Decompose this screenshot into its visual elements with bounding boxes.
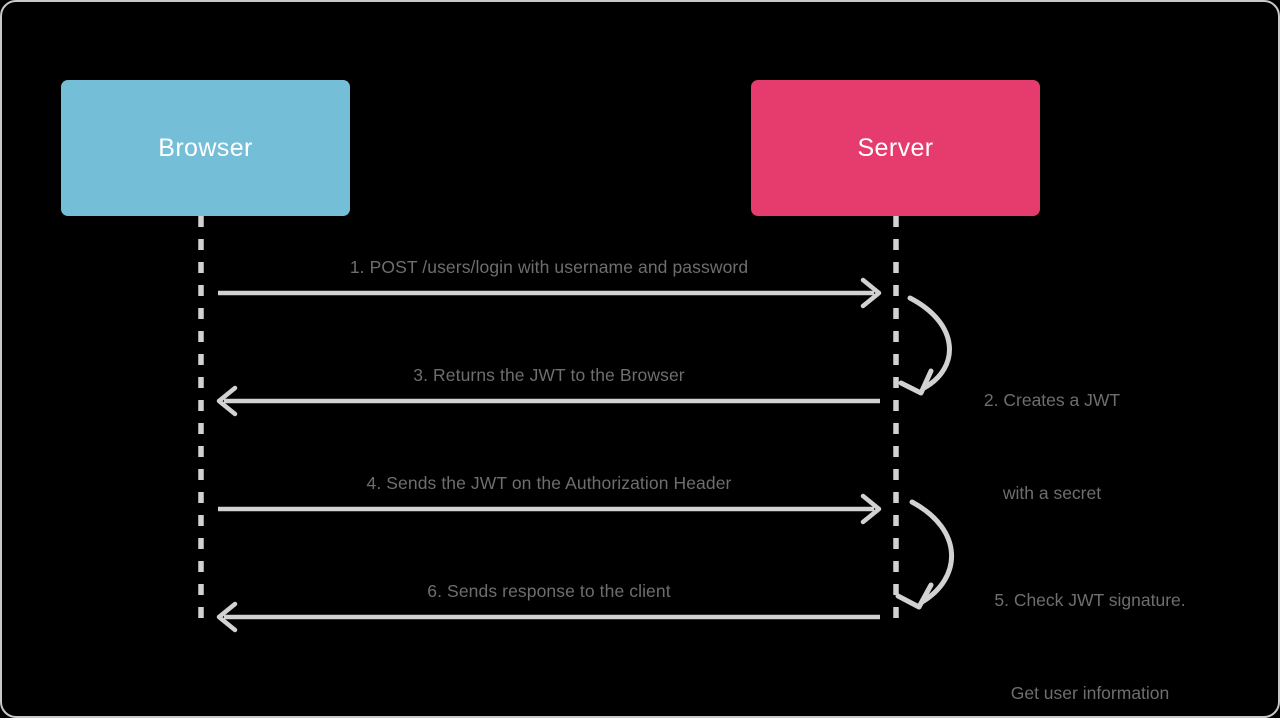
self-message-label-2: 2. Creates a JWT with a secret bbox=[984, 323, 1120, 571]
self-message-2-line-1: 2. Creates a JWT bbox=[983, 390, 1121, 410]
self-message-arrow-2 bbox=[898, 295, 952, 396]
actor-box-browser[interactable]: Browser bbox=[61, 80, 350, 216]
message-arrow-1 bbox=[218, 277, 882, 309]
self-message-5-line-2: Get user information bbox=[1010, 683, 1170, 703]
message-label-4: 4. Sends the JWT on the Authorization He… bbox=[366, 473, 732, 493]
message-label-6: 6. Sends response to the client bbox=[427, 581, 671, 601]
actor-label-browser: Browser bbox=[158, 133, 253, 162]
self-message-arrow-5 bbox=[895, 499, 955, 610]
message-arrow-3 bbox=[216, 385, 880, 417]
message-label-3: 3. Returns the JWT to the Browser bbox=[413, 365, 685, 385]
message-arrow-6 bbox=[216, 601, 880, 633]
message-label-1: 1. POST /users/login with username and p… bbox=[349, 257, 749, 277]
self-message-5-line-1: 5. Check JWT signature. bbox=[994, 590, 1186, 610]
message-arrow-4 bbox=[218, 493, 882, 525]
actor-box-server[interactable]: Server bbox=[751, 80, 1040, 216]
self-message-2-line-2: with a secret bbox=[1002, 483, 1102, 503]
self-message-label-5: 5. Check JWT signature. Get user informa… bbox=[994, 523, 1185, 718]
actor-label-server: Server bbox=[857, 133, 934, 162]
